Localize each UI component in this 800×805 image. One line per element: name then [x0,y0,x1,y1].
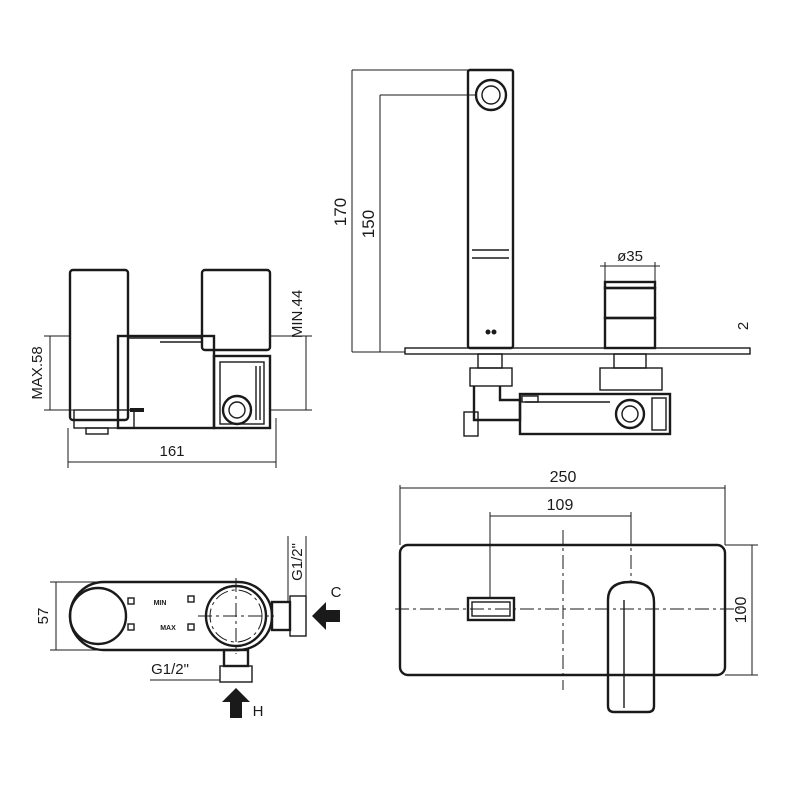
left-block [68,268,130,422]
cold-label: C [331,584,342,601]
handle-lower [603,316,657,350]
cold-arrow-icon [312,602,340,630]
spout-side-view: 170 150 ø35 2 [331,68,752,437]
front-handle [606,580,656,714]
thickness-2-label: 2 [735,322,752,330]
hot-arrow-icon [222,688,250,718]
connection-box [212,354,272,430]
height-170-label: 170 [331,198,350,226]
spout-body [466,68,515,350]
cold-inlet-stub [270,600,292,632]
height-100-label: 100 [733,597,750,624]
max-58-label: MAX.58 [29,346,46,399]
hot-thread-label: G1/2" [151,661,189,678]
body-side-view: MAX.58 MIN.44 161 [29,268,312,468]
hot-inlet-stub [222,648,250,668]
diameter-35-label: ø35 [617,248,643,265]
handle-upper [603,286,657,320]
height-150-label: 150 [359,210,378,238]
central-body [116,334,216,430]
left-cartridge [68,586,128,646]
mixer-fitting [614,398,646,430]
fitting-circle [221,394,253,426]
right-block [200,268,272,352]
axis-109-label: 109 [547,497,574,514]
body-top-view: MIN MAX C H 57 G1/2" G1/2" [35,536,342,720]
cold-thread-label: G1/2" [289,543,306,581]
hot-label: H [253,703,264,720]
spout-outlet [474,78,508,112]
front-view: 250 109 100 [395,469,758,714]
width-250-label: 250 [550,469,577,486]
mixer-body [518,392,672,436]
width-161-label: 161 [159,443,184,460]
wall-plate [404,347,751,355]
depth-57-label: 57 [35,608,52,625]
max-mark: MAX [160,625,176,632]
min-mark: MIN [154,600,167,607]
min-44-label: MIN.44 [289,290,306,338]
